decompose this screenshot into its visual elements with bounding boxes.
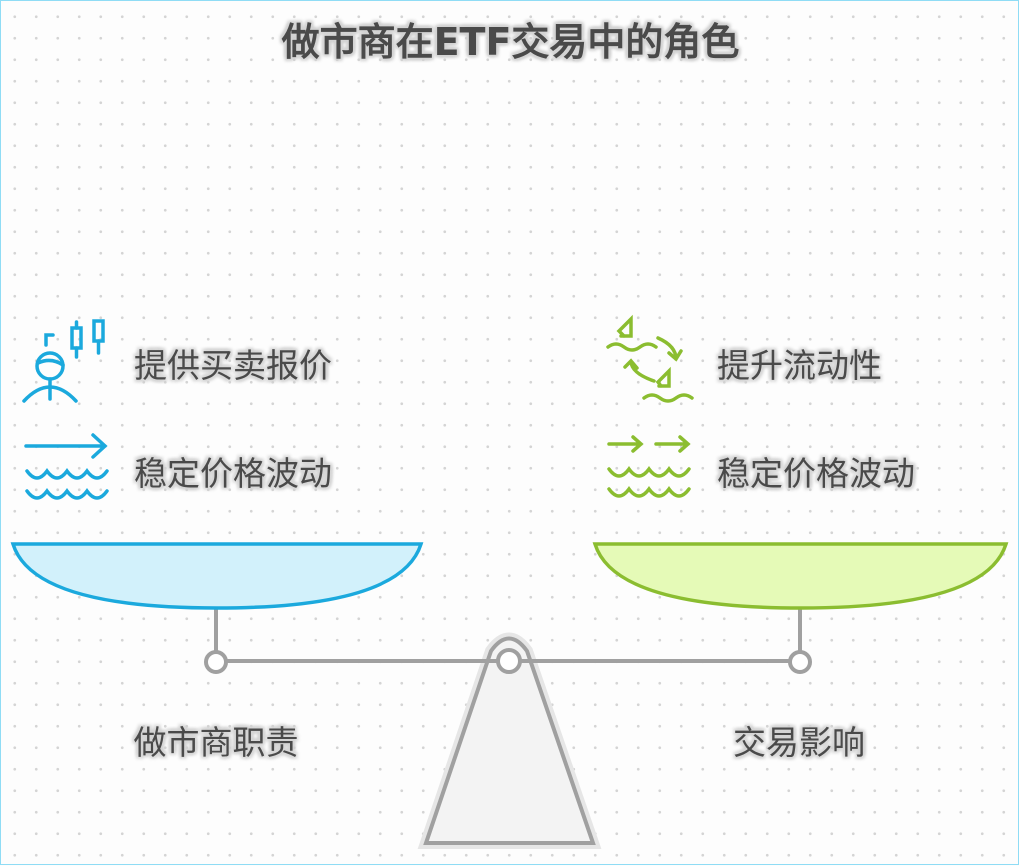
left-item-quotes: 提供买卖报价 bbox=[134, 346, 332, 385]
trader-candlestick-icon bbox=[22, 319, 105, 403]
right-item-liquidity: 提升流动性 bbox=[717, 346, 882, 385]
left-pan bbox=[10, 542, 424, 610]
scale-frame bbox=[204, 608, 812, 849]
fulcrum bbox=[423, 636, 596, 845]
left-item-stabilize: 稳定价格波动 bbox=[134, 454, 332, 493]
right-pan bbox=[592, 542, 1009, 610]
double-arrow-waves-icon bbox=[607, 435, 691, 498]
arrow-waves-icon bbox=[24, 433, 109, 500]
right-pan-label: 交易影响 bbox=[733, 723, 865, 762]
right-item-stabilize: 稳定价格波动 bbox=[717, 454, 915, 493]
left-pan-label: 做市商职责 bbox=[133, 723, 299, 762]
page-title: 做市商在ETF交易中的角色 bbox=[281, 20, 740, 64]
left-pivot bbox=[204, 650, 228, 674]
right-pivot bbox=[788, 650, 812, 674]
center-pivot bbox=[496, 648, 522, 674]
boats-cycle-icon bbox=[606, 314, 694, 403]
